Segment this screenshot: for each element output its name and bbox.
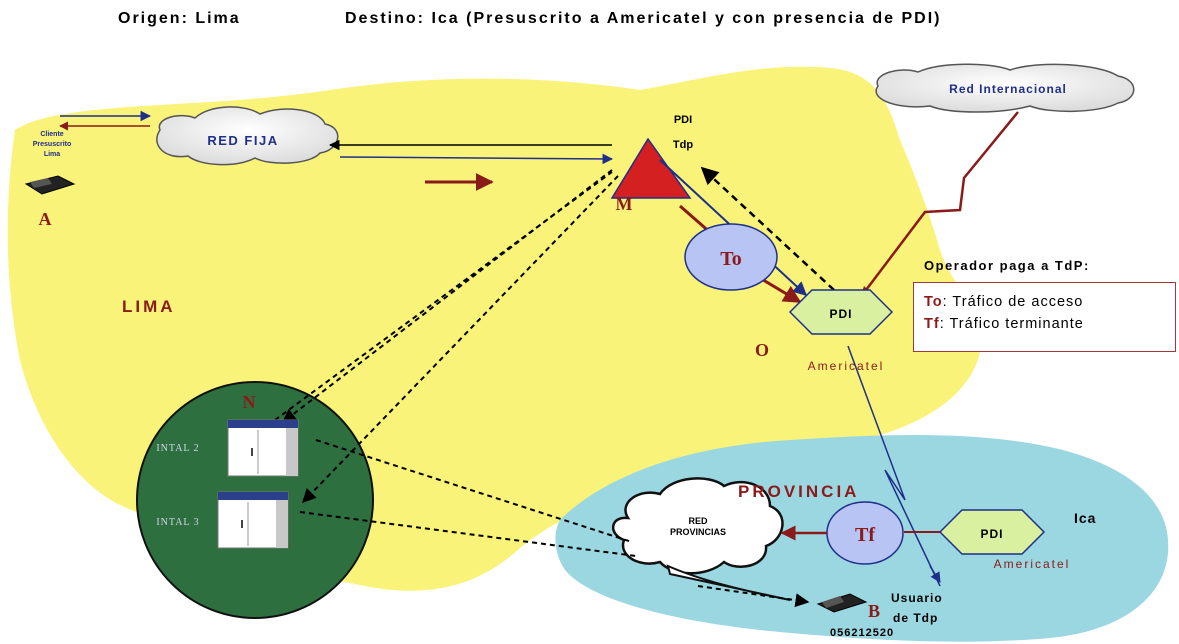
intal-3-label: INTAL 3 [156,517,199,528]
intal3-to-redprovincias-dashed [299,511,637,557]
internacional-to-pdi-line [859,111,1019,299]
legend-row-tf: Tf: Tráfico terminante [924,313,1175,335]
point-b-label: B [868,601,880,621]
redfija-to-triangle-line [339,153,614,165]
red-internacional-cloud: Red Internacional [875,63,1135,113]
to-label: To [720,248,742,270]
pdi-lima-hexagon [788,289,894,335]
provincia-region-label: PROVINCIA [738,482,859,501]
pdi-ica-arrowhead [929,565,941,583]
client-label-1: Cliente [40,131,63,138]
pdi-lima-to-ica-line [847,345,941,587]
intal2-to-redprovincias-dashed [315,439,633,543]
pdi-to-triangle-dashed [700,166,835,291]
pdi-tdp-label-1: PDI [674,114,692,126]
americatel-lima-label: Americatel [808,359,885,373]
user-label-2: de Tdp [893,611,938,625]
legend-text-tf: : Tráfico terminante [939,316,1084,332]
client-label-3: Lima [44,151,60,158]
to-to-pdi-arrow [759,276,802,304]
lima-region-label: LIMA [122,297,176,316]
redprovincias-to-user-dashed [697,585,810,608]
legend-box: To: Tráfico de acceso Tf: Tráfico termin… [913,282,1176,352]
legend-code-tf: Tf [924,316,940,332]
legend-code-to: To [924,294,943,310]
pdi-ica-hexagon [938,509,1046,555]
triangle-to-intal3-dashed [302,175,619,504]
triangle-to-intal2-dashed [281,169,613,423]
red-provincias-label-1: RED [688,516,708,526]
intal-2-cabinet [227,419,299,477]
red-fija-label: RED FIJA [207,133,278,148]
to-circle [684,223,778,291]
legend-title: Operador paga a TdP: [924,258,1090,273]
intal-2-label: INTAL 2 [156,443,199,454]
user-label-1: Usuario [891,591,943,605]
ica-label: Ica [1074,510,1096,526]
point-n-label: N [243,392,256,412]
origin-label: Origen: Lima [118,10,241,27]
legend-row-to: To: Tráfico de acceso [924,291,1175,313]
user-phone-label: 056212520 [830,627,894,639]
red-fija-cloud: RED FIJA [156,106,339,166]
intal-3-cabinet [217,491,289,549]
client-label-2: Presuscrito [33,141,72,148]
legend-text-to: : Tráfico de acceso [942,294,1084,310]
phone-b-icon [816,593,868,613]
point-a-label: A [39,209,52,229]
pdi-ica-label: PDI [980,527,1003,541]
point-m-label: M [616,194,633,214]
destination-label: Destino: Ica (Presuscrito a Americatel y… [345,10,942,27]
tf-label: Tf [855,524,875,546]
phone-a-icon [24,175,76,195]
intal2-to-triangle-dashed [274,171,613,421]
americatel-ica-label: Americatel [994,557,1071,571]
pdi-tdp-label-2: Tdp [673,139,693,151]
red-internacional-label: Red Internacional [949,82,1067,96]
red-provincias-label-2: PROVINCIAS [670,527,726,537]
pdi-lima-label: PDI [829,307,852,321]
point-o-label: O [755,340,769,360]
